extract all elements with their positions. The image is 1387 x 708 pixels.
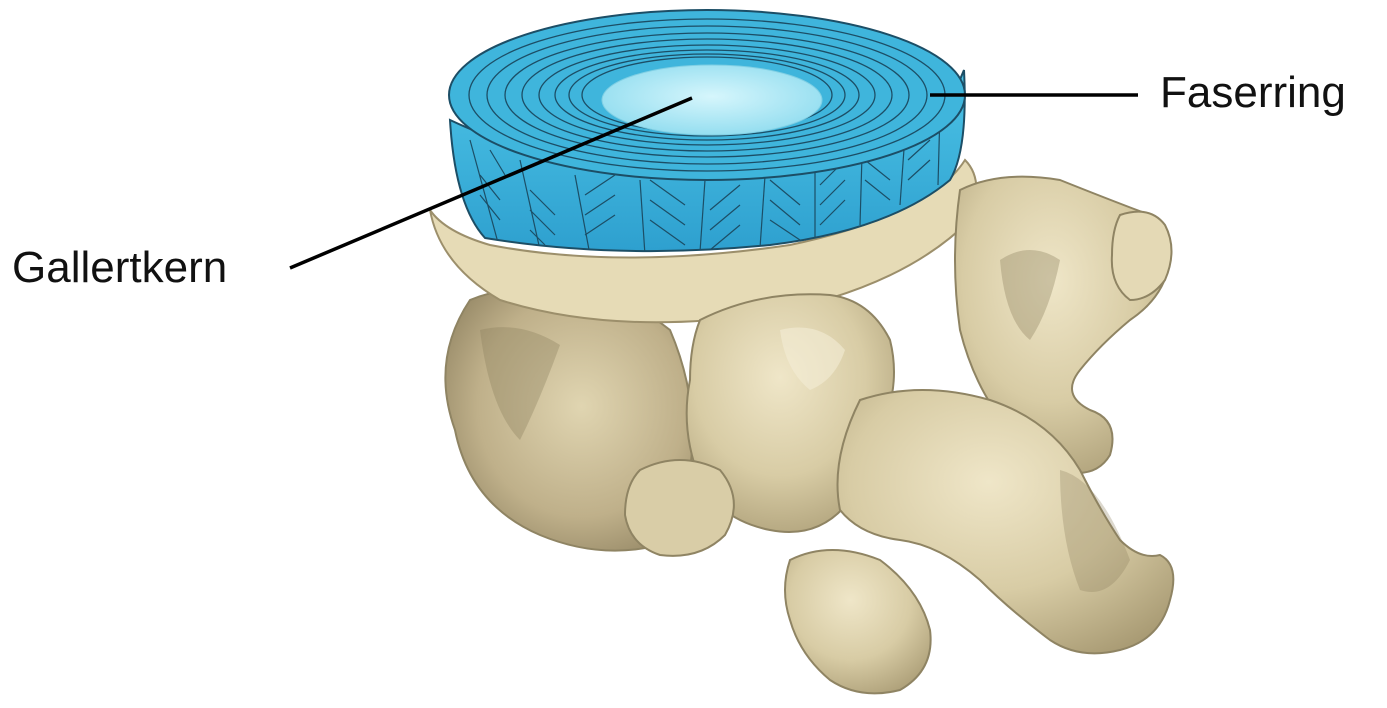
label-annulus: Faserring [1160, 68, 1346, 118]
spinous-process [785, 550, 931, 693]
nucleus-pulposus [602, 65, 822, 135]
label-nucleus: Gallertkern [12, 243, 227, 293]
inferior-articular-left [625, 460, 734, 556]
articular-process-upper [1112, 212, 1172, 300]
